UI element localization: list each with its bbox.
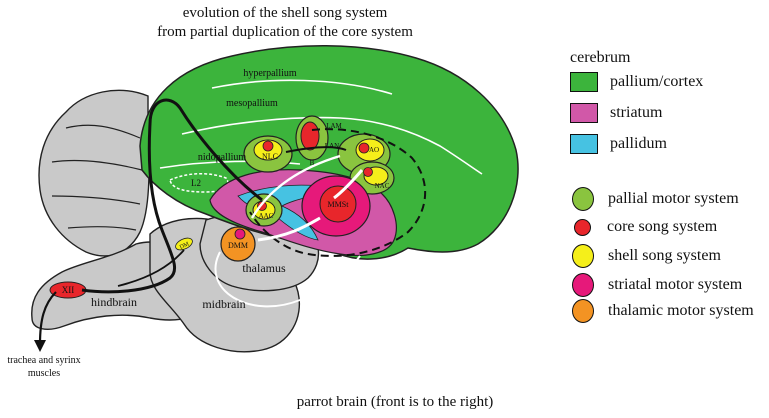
legend-label: pallidum	[610, 135, 667, 152]
cerebellum-folia	[51, 124, 143, 231]
label-lam: LAM	[326, 122, 342, 130]
label-thalamus: thalamus	[242, 261, 286, 275]
shell-white-pathway	[250, 154, 341, 219]
label-mesopallium: mesopallium	[226, 98, 278, 109]
mmst-core-nucleus	[319, 185, 357, 223]
label-dm: DM	[179, 241, 191, 251]
lam-core-nucleus	[300, 121, 320, 151]
shell-white-arrow	[333, 169, 364, 200]
label-midbrain: midbrain	[202, 297, 245, 311]
figure-title-line-1: evolution of the shell song system	[182, 5, 388, 21]
legend-label: striatal motor system	[608, 276, 743, 293]
lamina-hyperpallium	[211, 79, 393, 95]
label-output-line-2: muscles	[28, 368, 60, 379]
pallidum-swatch	[570, 134, 598, 154]
label-nac: NAC	[375, 182, 390, 190]
legend-label: striatum	[610, 104, 663, 121]
nlc-core-dot	[262, 140, 274, 152]
shell-song-swatch	[572, 244, 594, 268]
label-ao: AO	[369, 146, 379, 154]
legend-label: shell song system	[608, 247, 721, 264]
legend-item-pallial-motor: pallial motor system	[570, 187, 739, 211]
legend-heading: cerebrum	[570, 49, 631, 66]
ao-core-dot	[358, 142, 370, 154]
label-mmst: MMSt	[328, 200, 350, 209]
label-l2: L2	[191, 178, 201, 188]
legend-label: thalamic motor system	[608, 302, 754, 319]
striatal-motor-swatch	[572, 273, 594, 297]
thalamic-motor-swatch	[572, 299, 594, 323]
descending-pathway	[81, 98, 263, 294]
label-dmm: DMM	[228, 241, 248, 250]
output-pathway	[38, 291, 57, 345]
legend-item-pallium: pallium/cortex	[570, 70, 703, 94]
field-l2	[169, 173, 229, 193]
legend-item-shell-song: shell song system	[570, 244, 721, 268]
dm-descending-link	[117, 249, 185, 287]
legend-item-striatum: striatum	[570, 101, 662, 125]
figure-caption: parrot brain (front is to the right)	[296, 394, 494, 410]
label-nidopallium: nidopallium	[198, 152, 247, 163]
core-loop-pathway	[249, 128, 426, 257]
figure-title-line-2: from partial duplication of the core sys…	[157, 24, 413, 40]
legend-item-pallidum: pallidum	[570, 132, 667, 156]
legend-item-thalamic-motor: thalamic motor system	[570, 299, 754, 323]
cerebellum-shape	[38, 89, 150, 257]
pallial-motor-swatch	[572, 187, 594, 211]
dmm-core-dot	[234, 228, 246, 240]
label-aac: AAC	[259, 212, 274, 220]
legend-label: pallial motor system	[608, 190, 739, 207]
thalamic-white-arrow	[257, 216, 321, 242]
label-hindbrain: hindbrain	[91, 295, 137, 309]
nlc-ao-link	[285, 146, 347, 153]
lamina-mesopallium	[181, 116, 483, 175]
pallium-swatch	[570, 72, 598, 92]
label-nlc: NLC	[262, 152, 278, 161]
label-b: B	[310, 159, 315, 167]
legend-label: pallium/cortex	[610, 73, 704, 90]
nac-core-dot	[363, 167, 373, 177]
label-lan: LAN	[325, 142, 339, 150]
dmm-thalamic-nucleus	[220, 226, 256, 262]
core-song-swatch	[574, 218, 591, 236]
dm-nucleus	[175, 237, 193, 251]
striatum-swatch	[570, 103, 598, 123]
legend-item-core-song: core song system	[570, 215, 717, 239]
output-arrowhead	[34, 340, 46, 352]
legend-item-striatal-motor: striatal motor system	[570, 273, 742, 297]
label-xii: XII	[62, 285, 75, 295]
legend-label: core song system	[607, 218, 718, 235]
label-output-line-1: trachea and syrinx	[7, 355, 80, 366]
white-loop	[214, 251, 361, 308]
label-hyperpallium: hyperpallium	[243, 68, 297, 79]
